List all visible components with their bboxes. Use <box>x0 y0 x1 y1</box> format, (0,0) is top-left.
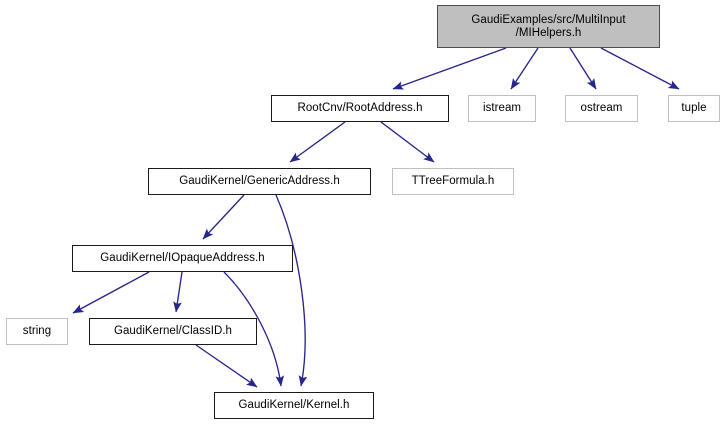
node-mihelpers[interactable]: GaudiExamples/src/MultiInput /MIHelpers.… <box>437 5 660 48</box>
node-classid[interactable]: GaudiKernel/ClassID.h <box>89 318 257 345</box>
edge-rootaddress-genericaddress <box>289 121 346 163</box>
edge-mihelpers-istream <box>510 47 539 90</box>
edge-rootaddress-ttreeformula <box>380 121 435 163</box>
node-ostream[interactable]: ostream <box>565 95 638 122</box>
edge-classid-kernel <box>195 344 258 388</box>
node-istream[interactable]: istream <box>468 95 536 122</box>
node-string[interactable]: string <box>6 318 68 345</box>
edge-genericaddress-kernel <box>275 194 308 387</box>
node-tuple[interactable]: tuple <box>668 95 720 122</box>
edge-mihelpers-rootaddress <box>392 47 507 90</box>
edge-genericaddress-iopaqueaddress <box>202 194 245 240</box>
edge-mihelpers-ostream <box>569 47 597 90</box>
edge-mihelpers-tuple <box>600 47 680 90</box>
edge-iopaqueaddress-string <box>72 271 150 314</box>
node-rootaddress[interactable]: RootCnv/RootAddress.h <box>271 95 449 122</box>
node-iopaqueaddress[interactable]: GaudiKernel/IOpaqueAddress.h <box>72 245 293 272</box>
node-genericaddress[interactable]: GaudiKernel/GenericAddress.h <box>148 168 371 195</box>
node-ttreeformula[interactable]: TTreeFormula.h <box>392 168 514 195</box>
edge-iopaqueaddress-classid <box>173 271 183 313</box>
node-kernel[interactable]: GaudiKernel/Kernel.h <box>214 392 374 419</box>
